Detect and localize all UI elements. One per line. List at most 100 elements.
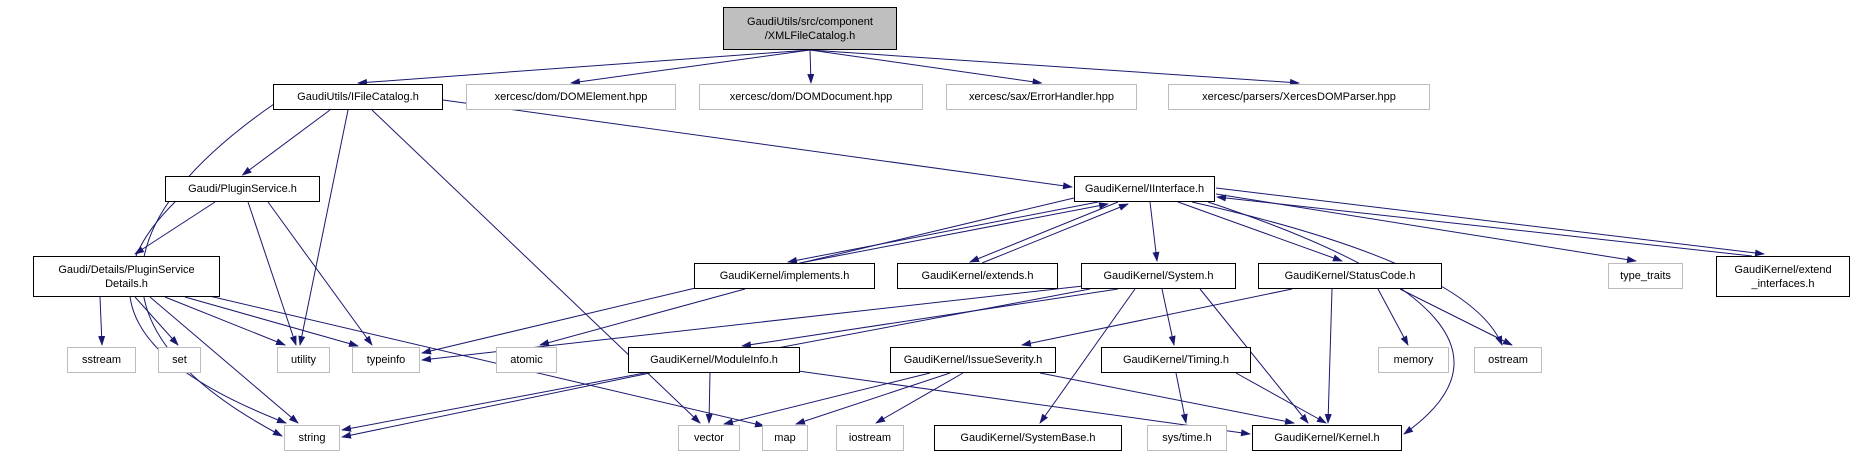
edge-system-moduleinfo: [741, 288, 1119, 349]
edge-xmlfilecatalog-errorhandler: [809, 49, 1043, 86]
graph-node-iinterface[interactable]: GaudiKernel/IInterface.h: [1074, 176, 1215, 202]
graph-node-label: GaudiUtils/src/component: [747, 15, 873, 28]
graph-node-typetraits: type_traits: [1608, 263, 1683, 289]
graph-node-pluginservice[interactable]: Gaudi/PluginService.h: [165, 176, 320, 202]
graph-node-iostream: iostream: [836, 425, 904, 451]
graph-node-label: typeinfo: [366, 354, 406, 366]
graph-node-label: GaudiKernel/IssueSeverity.h: [903, 354, 1043, 366]
edge-statuscode-issueseverity: [1021, 288, 1293, 347]
graph-node-label: xercesc/sax/ErrorHandler.hpp: [969, 91, 1114, 103]
graph-node-memory: memory: [1378, 347, 1449, 373]
graph-node-ifilecatalog[interactable]: GaudiUtils/IFileCatalog.h: [273, 84, 443, 110]
edge-details-typeinfo: [184, 296, 359, 347]
graph-node-systembase[interactable]: GaudiKernel/SystemBase.h: [934, 425, 1122, 451]
graph-node-label: GaudiKernel/Kernel.h: [1274, 432, 1380, 444]
edge-statuscode-ostream: [1399, 288, 1513, 346]
edge-pluginservice-string: [128, 201, 287, 424]
edge-extendinterfaces-iinterface: [1216, 194, 1753, 257]
graph-node-label: iostream: [848, 432, 892, 444]
graph-node-label: GaudiKernel/Timing.h: [1123, 354, 1229, 366]
edge-system-kernel: [1199, 288, 1309, 424]
edge-details-string: [149, 296, 299, 424]
edge-issueseverity-vector: [723, 372, 931, 426]
graph-node-extendinterfaces[interactable]: GaudiKernel/extend_interfaces.h: [1716, 256, 1850, 297]
edge-xmlfilecatalog-xercesdomparser: [809, 49, 1300, 86]
edge-iinterface-extends: [969, 201, 1119, 263]
edge-issueseverity-kernel: [1039, 372, 1295, 425]
graph-node-label: atomic: [510, 354, 543, 366]
graph-node-label: xercesc/dom/DOMElement.hpp: [494, 91, 648, 103]
edge-pluginservice-details: [134, 201, 216, 255]
edge-moduleinfo-vector: [705, 372, 713, 424]
edge-iinterface-system: [1149, 201, 1160, 262]
graph-node-moduleinfo[interactable]: GaudiKernel/ModuleInfo.h: [628, 347, 800, 373]
graph-node-systime: sys/time.h: [1147, 425, 1227, 451]
edge-details-utility: [164, 296, 286, 346]
edge-moduleinfo-string: [341, 372, 651, 439]
edge-xmlfilecatalog-domdocument: [807, 49, 815, 84]
edge-ifilecatalog-vector: [371, 109, 701, 424]
graph-node-label: sys/time.h: [1162, 432, 1212, 444]
graph-node-label: GaudiKernel/extend: [1734, 263, 1832, 276]
edge-implements-iinterface: [799, 202, 1109, 264]
graph-node-timing[interactable]: GaudiKernel/Timing.h: [1101, 347, 1251, 373]
graph-node-label: utility: [290, 354, 317, 366]
graph-node-label: /XMLFileCatalog.h: [764, 29, 856, 42]
graph-node-system[interactable]: GaudiKernel/System.h: [1081, 263, 1236, 289]
graph-node-label: map: [774, 432, 796, 444]
edge-extends-iinterface: [981, 203, 1129, 264]
graph-node-string: string: [284, 425, 340, 451]
edge-pluginservice-typeinfo: [267, 201, 373, 346]
edge-implements-atomic: [539, 288, 746, 347]
graph-node-label: vector: [694, 432, 724, 444]
graph-node-label: sstream: [81, 354, 122, 366]
edge-details-map: [204, 294, 765, 428]
graph-node-xercesdomparser: xercesc/parsers/XercesDOMParser.hpp: [1168, 84, 1430, 110]
edge-xmlfilecatalog-domelement: [570, 49, 811, 86]
edge-details-sstream: [98, 296, 106, 346]
graph-node-errorhandler: xercesc/sax/ErrorHandler.hpp: [946, 84, 1137, 110]
edge-ifilecatalog-iinterface: [442, 99, 1073, 190]
graph-node-statuscode[interactable]: GaudiKernel/StatusCode.h: [1258, 263, 1442, 289]
graph-node-issueseverity[interactable]: GaudiKernel/IssueSeverity.h: [890, 347, 1056, 373]
edge-pluginservice-utility: [247, 201, 297, 346]
graph-node-domdocument: xercesc/dom/DOMDocument.hpp: [699, 84, 923, 110]
edge-iinterface-kernel: [1207, 201, 1455, 435]
graph-node-label: GaudiKernel/implements.h: [719, 270, 850, 282]
edge-iinterface-statuscode: [1177, 201, 1343, 262]
graph-node-kernel[interactable]: GaudiKernel/Kernel.h: [1252, 425, 1402, 451]
graph-node-vector: vector: [678, 425, 740, 451]
graph-node-implements[interactable]: GaudiKernel/implements.h: [694, 263, 875, 289]
graph-node-domelement: xercesc/dom/DOMElement.hpp: [466, 84, 676, 110]
edge-iinterface-typetraits: [1215, 193, 1637, 264]
graph-node-label: GaudiKernel/ModuleInfo.h: [650, 354, 778, 366]
edge-ifilecatalog-utility: [298, 109, 349, 346]
graph-node-label: GaudiKernel/System.h: [1103, 270, 1214, 282]
graph-node-label: xercesc/dom/DOMDocument.hpp: [729, 91, 893, 103]
edge-statuscode-memory: [1377, 288, 1409, 346]
graph-node-label: GaudiKernel/SystemBase.h: [960, 432, 1096, 444]
graph-node-map: map: [762, 425, 808, 451]
graph-node-label: Gaudi/PluginService.h: [188, 183, 297, 195]
graph-node-label: set: [172, 354, 187, 366]
edge-xmlfilecatalog-ifilecatalog: [357, 49, 811, 86]
graph-node-utility: utility: [277, 347, 330, 373]
edge-timing-systime: [1175, 372, 1188, 424]
graph-node-ostream: ostream: [1474, 347, 1542, 373]
edge-iinterface-implements: [787, 201, 1099, 264]
graph-node-extends[interactable]: GaudiKernel/extends.h: [897, 263, 1058, 289]
edge-issueseverity-map: [795, 372, 951, 425]
graph-node-label: memory: [1393, 354, 1434, 366]
graph-node-set: set: [158, 347, 201, 373]
graph-node-label: GaudiUtils/IFileCatalog.h: [297, 91, 419, 103]
graph-node-label: Details.h: [105, 277, 148, 290]
edge-system-systembase: [1039, 288, 1136, 424]
edge-system-timing: [1161, 288, 1176, 346]
graph-node-typeinfo: typeinfo: [352, 347, 420, 373]
graph-node-label: string: [298, 432, 326, 444]
edge-issueseverity-iostream: [875, 372, 964, 424]
graph-node-label: type_traits: [1620, 270, 1671, 282]
